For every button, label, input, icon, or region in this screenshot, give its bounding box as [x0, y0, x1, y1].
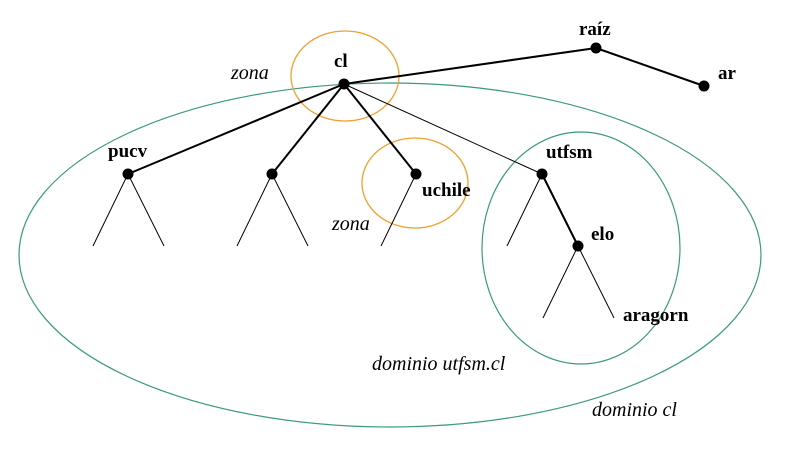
node-elo	[572, 240, 584, 252]
domain-utfsm-ellipse	[481, 131, 681, 365]
annotation-domain-cl: dominio cl	[592, 399, 677, 421]
edge-cl-pucv	[127, 83, 345, 175]
annotation-domain-utfsm: dominio utfsm.cl	[372, 353, 506, 375]
node-pucv	[122, 168, 134, 180]
fan-unnamed-right	[271, 173, 309, 247]
node-utfsm	[536, 168, 548, 180]
fan-elo-left	[542, 245, 579, 319]
node-root	[590, 42, 602, 54]
fan-elo-right	[577, 245, 615, 319]
edge-root-ar	[595, 47, 705, 87]
edge-cl-unnamed	[271, 83, 345, 175]
label-utfsm: utfsm	[546, 142, 593, 163]
label-cl: cl	[334, 51, 348, 72]
edges	[92, 47, 705, 319]
fan-unnamed-left	[236, 173, 273, 247]
label-pucv: pucv	[108, 141, 148, 162]
edge-cl-utfsm	[343, 83, 543, 175]
fan-pucv-left	[92, 173, 129, 247]
zone-cl-circle	[290, 30, 400, 122]
label-ar: ar	[718, 63, 737, 84]
annotation-zone-uchile: zona	[331, 213, 370, 235]
edge-cl-uchile	[343, 83, 417, 175]
node-unnamed	[266, 168, 278, 180]
node-cl	[338, 78, 350, 90]
nodes	[122, 42, 710, 252]
fan-uchile-left	[380, 173, 417, 247]
label-uchile: uchile	[422, 180, 471, 201]
label-aragorn: aragorn	[623, 305, 689, 326]
label-elo: elo	[591, 224, 614, 245]
label-root: raíz	[579, 19, 611, 40]
fan-pucv-right	[127, 173, 165, 247]
annotation-zone-cl: zona	[230, 62, 269, 84]
node-uchile	[410, 168, 422, 180]
fan-utfsm-left	[506, 173, 543, 247]
edge-utfsm-elo	[541, 173, 579, 247]
node-ar	[698, 80, 710, 92]
domain-cl-ellipse	[18, 82, 762, 428]
zone-uchile-circle	[361, 137, 469, 229]
edge-root-cl	[343, 47, 597, 85]
